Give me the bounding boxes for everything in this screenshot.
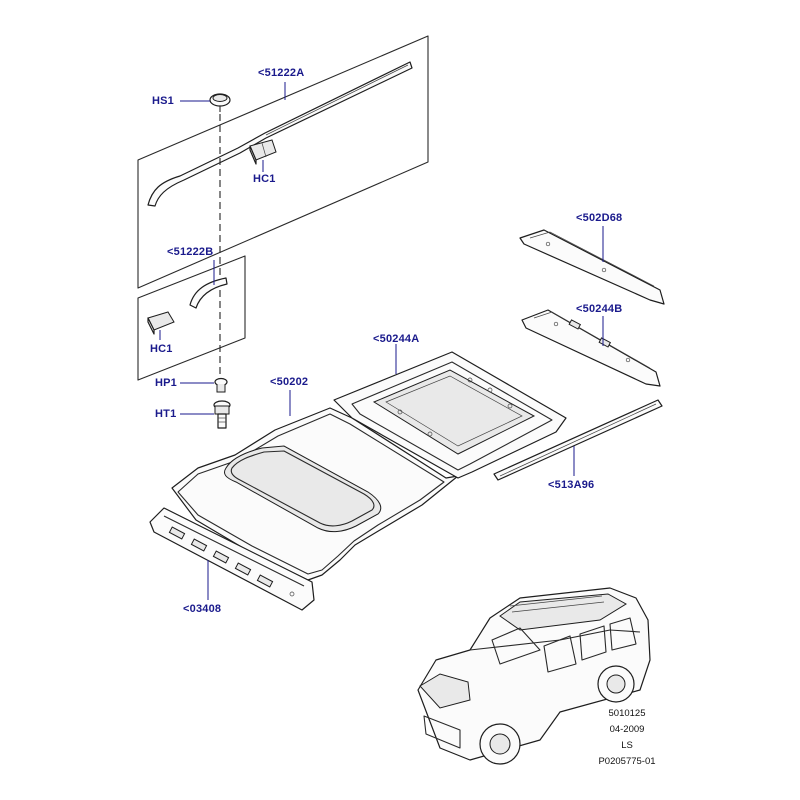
pin-hp1 [214, 377, 228, 393]
callout-51222a[interactable]: <51222A [258, 67, 305, 79]
moulding-end-frame [137, 255, 246, 381]
callout-hp1[interactable]: HP1 [155, 377, 177, 389]
callout-51222b[interactable]: <51222B [167, 246, 214, 258]
clip-hc1-bottom [147, 311, 175, 335]
moulding-group-frame [137, 35, 429, 289]
stud-ht1 [213, 400, 231, 429]
callout-hs1[interactable]: HS1 [152, 95, 174, 107]
callout-03408[interactable]: <03408 [183, 603, 222, 615]
roof-frame-50244a [333, 351, 567, 479]
callout-513a96[interactable]: <513A96 [548, 479, 595, 491]
callout-hc1-top[interactable]: HC1 [253, 173, 276, 185]
clip-hc1-top [249, 139, 277, 165]
callout-50244b[interactable]: <50244B [576, 303, 623, 315]
screw-hs1 [209, 93, 231, 112]
callout-50202[interactable]: <50202 [270, 376, 309, 388]
front-header-03408 [149, 507, 315, 611]
callout-50244a[interactable]: <50244A [373, 333, 420, 345]
callout-502d68[interactable]: <502D68 [576, 212, 623, 224]
callout-ht1[interactable]: HT1 [155, 408, 177, 420]
drawing-number: P0205775-01 [598, 756, 656, 767]
roof-moulding-51222a [147, 61, 413, 207]
roof-bow-50244b [521, 309, 661, 387]
roof-bow-502d68 [519, 229, 665, 305]
drip-moulding-513a96 [493, 399, 663, 481]
vehicle-illustration [417, 587, 651, 765]
roof-panel-50202 [171, 407, 459, 581]
reference-date: 04-2009 [609, 724, 645, 735]
moulding-end-51222b [189, 277, 228, 309]
reference-code: 5010125 [608, 708, 646, 719]
reference-flag: LS [621, 740, 633, 751]
callout-hc1-bottom[interactable]: HC1 [150, 343, 173, 355]
